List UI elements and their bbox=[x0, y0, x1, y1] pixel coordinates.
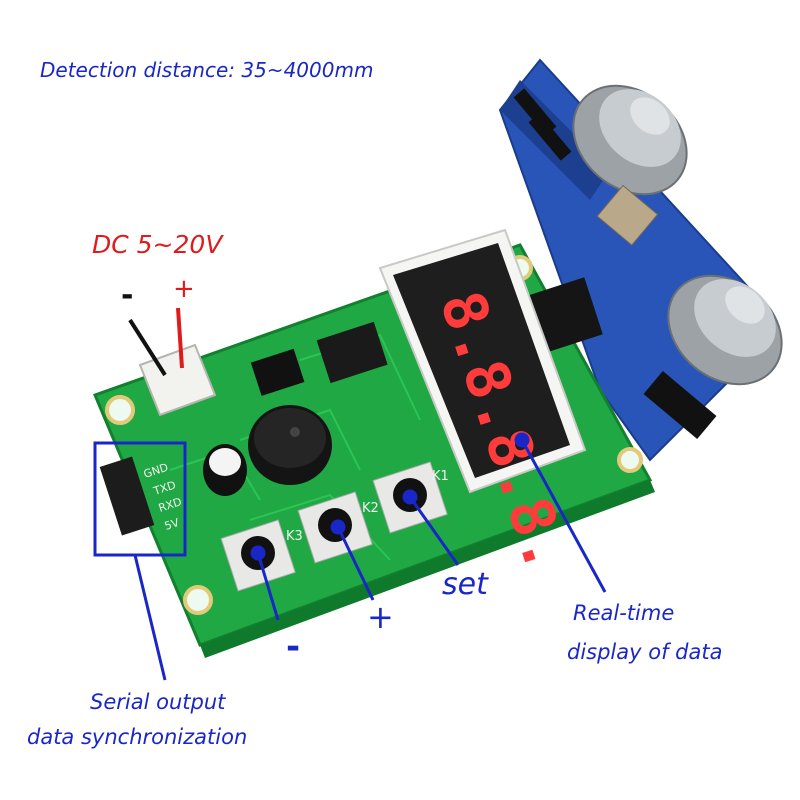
realtime-label-line1: Real-time bbox=[573, 601, 675, 625]
mount-hole-right bbox=[617, 447, 643, 473]
power-plus-label: + bbox=[173, 274, 195, 304]
realtime-label-line2: display of data bbox=[567, 640, 723, 664]
power-minus-label: - bbox=[121, 278, 134, 313]
seven-segment-display: 8.8.8.8. bbox=[378, 228, 587, 579]
set-label: set bbox=[442, 567, 488, 602]
key-label-k1: K1 bbox=[432, 469, 449, 484]
buzzer bbox=[248, 405, 332, 485]
callout-lines bbox=[133, 432, 607, 681]
key-label-k2: K2 bbox=[362, 501, 379, 516]
mount-hole-left bbox=[105, 395, 135, 425]
sensor-transducer-bottom bbox=[667, 274, 783, 386]
mount-hole-bottom bbox=[183, 585, 213, 615]
serial-label-line1: Serial output bbox=[90, 690, 226, 714]
sensor-header bbox=[527, 277, 603, 353]
sensor-transducer-top bbox=[572, 84, 688, 196]
power-connector bbox=[128, 307, 217, 417]
key-label-k3: K3 bbox=[286, 529, 303, 544]
ultrasonic-sensor bbox=[498, 58, 783, 462]
serial-label-line2: data synchronization bbox=[27, 725, 248, 749]
minus-label: - bbox=[286, 627, 301, 667]
svg-text:5V: 5V bbox=[163, 516, 181, 533]
power-voltage-label: DC 5~20V bbox=[92, 230, 223, 259]
ic-chip-small bbox=[250, 348, 305, 396]
ic-chip-driver bbox=[316, 321, 388, 384]
serial-highlight-box bbox=[93, 441, 187, 557]
capacitor bbox=[203, 444, 247, 496]
detection-distance-label: Detection distance: 35~4000mm bbox=[40, 58, 374, 82]
plus-label: + bbox=[367, 598, 394, 636]
